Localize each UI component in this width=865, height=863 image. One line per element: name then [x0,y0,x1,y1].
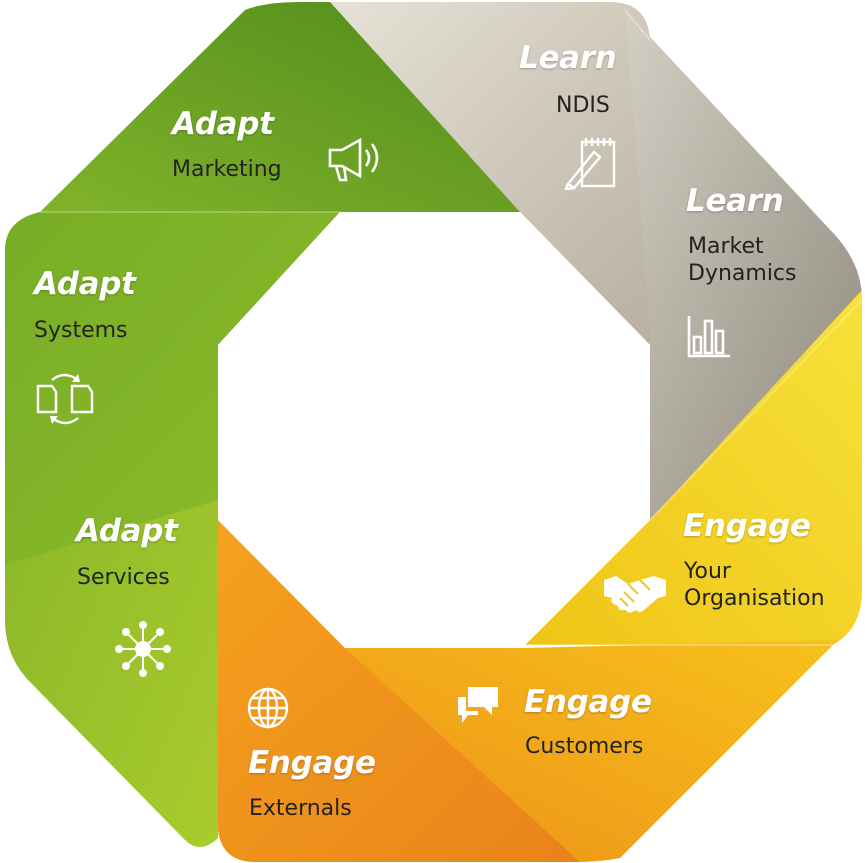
label-engage-org: Engage [683,508,811,544]
globe-icon [247,687,289,729]
label-adapt-services: Adapt [76,513,178,549]
sync-devices-icon [36,373,94,425]
segment-learn-market [625,10,862,520]
label-learn-market-topic: Market Dynamics [688,234,797,286]
segment-adapt-marketing [40,2,520,212]
label-engage-org-topic: Your Organisation [684,559,825,611]
segment-adapt-systems [5,212,340,565]
label-adapt-marketing-topic: Marketing [172,157,282,182]
label-learn-ndis-topic: NDIS [556,93,610,118]
label-learn-ndis: Learn [519,40,617,76]
label-engage-externals: Engage [248,745,376,781]
label-engage-customers-topic: Customers [525,734,644,759]
chat-bubbles-icon [458,687,498,723]
label-adapt-systems: Adapt [34,266,136,302]
label-engage-customers: Engage [524,684,652,720]
network-hub-icon [115,621,171,677]
segment-engage-externals [218,520,580,862]
segment-engage-org [525,290,862,645]
label-adapt-systems-topic: Systems [34,318,128,343]
bar-chart-icon [687,316,730,358]
handshake-icon [604,576,666,613]
notepad-pencil-icon [564,138,616,190]
megaphone-icon [328,137,379,182]
center-hole [218,212,650,648]
label-learn-market: Learn [686,183,784,219]
label-adapt-services-topic: Services [77,565,170,590]
label-engage-externals-topic: Externals [249,796,352,821]
label-adapt-marketing: Adapt [172,106,274,142]
